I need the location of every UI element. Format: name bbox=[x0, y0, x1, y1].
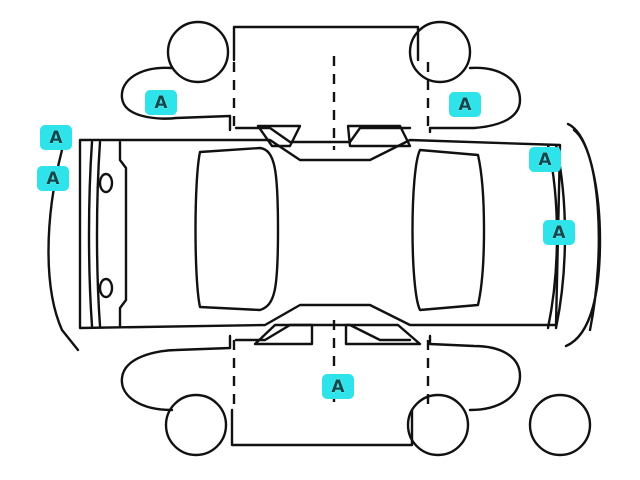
body-bottom-left bbox=[120, 323, 332, 412]
trunk-line bbox=[118, 140, 128, 328]
roof-top-side bbox=[232, 25, 420, 62]
window-bottom-right bbox=[344, 323, 422, 346]
damage-marker-rear-bumper-lower[interactable]: A bbox=[37, 166, 69, 191]
windshield bbox=[411, 148, 486, 312]
body-top-left bbox=[120, 66, 332, 144]
rear-light-bottom bbox=[98, 277, 114, 299]
damage-marker-right-front-fender[interactable]: A bbox=[449, 92, 481, 117]
spare-wheel bbox=[528, 393, 592, 457]
front-bumper-outer bbox=[564, 122, 602, 348]
wheel-bottom-right bbox=[406, 393, 470, 457]
damage-marker-right-side-door[interactable]: A bbox=[322, 374, 354, 399]
roof-bottom-side bbox=[230, 408, 414, 447]
car-body-top bbox=[78, 138, 562, 330]
damage-marker-rear-bumper-upper[interactable]: A bbox=[40, 125, 72, 150]
damage-marker-front-bumper-lower[interactable]: A bbox=[543, 220, 575, 245]
window-top-right bbox=[346, 124, 412, 148]
rear-window bbox=[194, 146, 280, 312]
wheel-bottom-left bbox=[164, 393, 228, 457]
damage-marker-front-bumper-upper[interactable]: A bbox=[529, 147, 561, 172]
damage-marker-left-front-fender[interactable]: A bbox=[145, 90, 177, 115]
body-top-right bbox=[328, 66, 522, 144]
rear-bumper-lines bbox=[87, 140, 102, 328]
window-bottom-left bbox=[253, 323, 314, 346]
wheel-top-right bbox=[408, 20, 472, 84]
rear-light-top bbox=[98, 172, 114, 194]
wheel-top-left bbox=[166, 20, 230, 84]
body-bottom-right bbox=[328, 323, 522, 412]
